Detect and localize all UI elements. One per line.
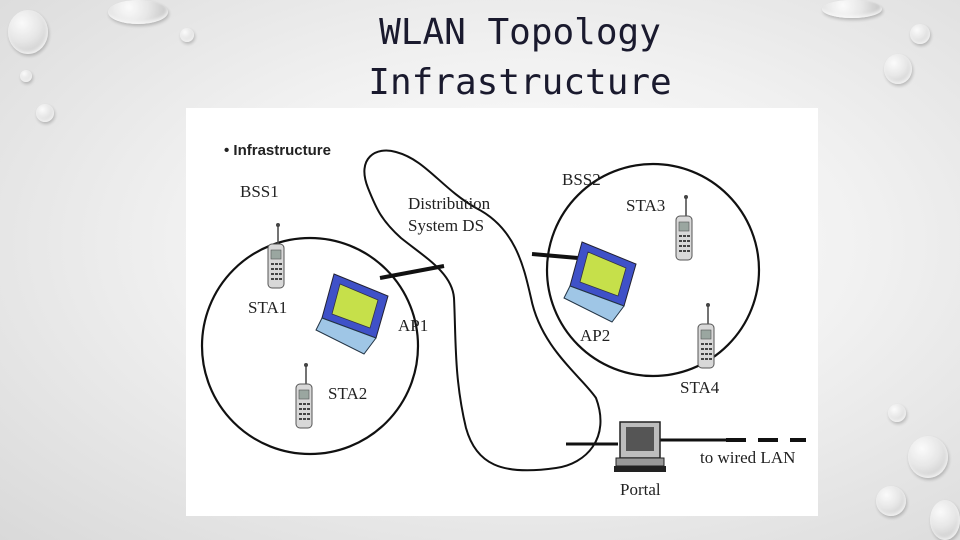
water-drop bbox=[822, 0, 882, 18]
ap1-laptop-icon bbox=[315, 273, 389, 355]
sta4-label: STA4 bbox=[680, 378, 720, 397]
sta4-phone-icon bbox=[697, 302, 715, 369]
ap1-link bbox=[379, 264, 445, 280]
title-line-1: WLAN Topology bbox=[379, 12, 661, 53]
sta2-label: STA2 bbox=[328, 384, 368, 403]
wired-lan-label: to wired LAN bbox=[700, 448, 796, 467]
distribution-system-loop bbox=[363, 149, 602, 472]
sta1-label: STA1 bbox=[248, 298, 288, 317]
ap2-label: AP2 bbox=[580, 326, 611, 345]
water-drop bbox=[910, 24, 930, 44]
water-drop bbox=[8, 10, 48, 54]
sta1-phone-icon bbox=[267, 222, 285, 289]
water-drop bbox=[108, 0, 168, 24]
water-drop bbox=[36, 104, 54, 122]
slide-title: WLAN Topology Infrastructure bbox=[320, 8, 720, 108]
topology-diagram: • Infrastructure BSS1 BSS2 Distribution … bbox=[186, 108, 818, 516]
water-drop bbox=[20, 70, 32, 82]
water-drop bbox=[888, 404, 906, 422]
ap2-laptop-icon bbox=[563, 241, 637, 323]
water-drop bbox=[884, 54, 912, 84]
bss2-circle bbox=[545, 162, 761, 378]
bss2-label: BSS2 bbox=[562, 170, 601, 189]
bss1-label: BSS1 bbox=[240, 182, 279, 201]
ds-label-line-1: Distribution bbox=[408, 194, 491, 213]
sta3-label: STA3 bbox=[626, 196, 666, 215]
portal-desktop-computer-icon bbox=[614, 421, 666, 472]
water-drop bbox=[180, 28, 194, 42]
diagram-graphics bbox=[200, 149, 806, 472]
ds-label-line-2: System DS bbox=[408, 216, 485, 235]
infrastructure-bullet: • Infrastructure bbox=[224, 142, 331, 159]
portal-label: Portal bbox=[620, 480, 661, 499]
ap1-label: AP1 bbox=[398, 316, 429, 335]
ap2-link bbox=[531, 252, 579, 260]
water-drop bbox=[930, 500, 960, 540]
bss1-circle bbox=[200, 236, 420, 456]
sta3-phone-icon bbox=[675, 194, 693, 261]
water-drop bbox=[876, 486, 906, 516]
title-line-2: Infrastructure bbox=[368, 62, 672, 103]
water-drop bbox=[908, 436, 948, 478]
sta2-phone-icon bbox=[295, 362, 313, 429]
